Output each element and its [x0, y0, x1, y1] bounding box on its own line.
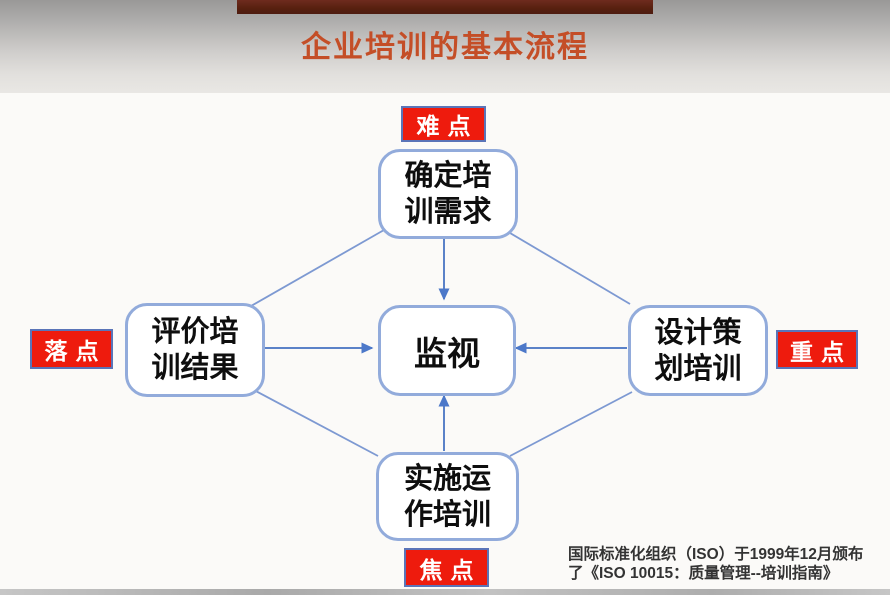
- node-text-line: 确定培: [404, 160, 492, 192]
- page-title: 企业培训的基本流程: [301, 31, 589, 64]
- node-monitor: 监视: [378, 305, 516, 396]
- node-text-line: 评价培: [151, 316, 239, 348]
- node-text-line: 设计策: [654, 316, 742, 349]
- node-text-line: 实施运: [403, 462, 491, 495]
- footnote-iso: 国际标准化组织（ISO）于1999年12月颁布 了《ISO 10015：质量管理…: [568, 545, 883, 583]
- node-determine-training-needs: 确定培 训需求: [378, 149, 518, 239]
- node-design-plan-training: 设计策 划培训: [628, 305, 768, 396]
- slide-header: 企业培训的基本流程: [0, 0, 890, 93]
- badge-difficult-point: 难点: [401, 106, 486, 142]
- edge-top-to-right-diagonal: [504, 229, 631, 305]
- badge-key-point: 重点: [776, 330, 858, 369]
- node-text-line: 训需求: [404, 196, 492, 228]
- footnote-line-2: 了《ISO 10015：质量管理--培训指南》: [568, 565, 839, 582]
- node-text-line: 划培训: [654, 352, 742, 385]
- node-implement-operate-training: 实施运 作培训: [376, 452, 519, 541]
- badge-landing-point: 落点: [30, 329, 113, 369]
- node-text-line: 作培训: [403, 498, 491, 531]
- node-text-line: 训结果: [151, 352, 239, 384]
- top-red-bar: [237, 0, 653, 14]
- footnote-line-1: 国际标准化组织（ISO）于1999年12月颁布: [568, 546, 864, 563]
- edge-bottom-to-right-diagonal: [509, 391, 633, 457]
- node-text-line: 监视: [414, 334, 480, 372]
- badge-focus-point: 焦点: [404, 548, 489, 587]
- node-evaluate-training-results: 评价培 训结果: [125, 303, 265, 397]
- bottom-edge-strip: [0, 589, 890, 595]
- edge-left-to-bottom-diagonal: [251, 388, 379, 457]
- edge-top-to-left-diagonal: [250, 229, 385, 307]
